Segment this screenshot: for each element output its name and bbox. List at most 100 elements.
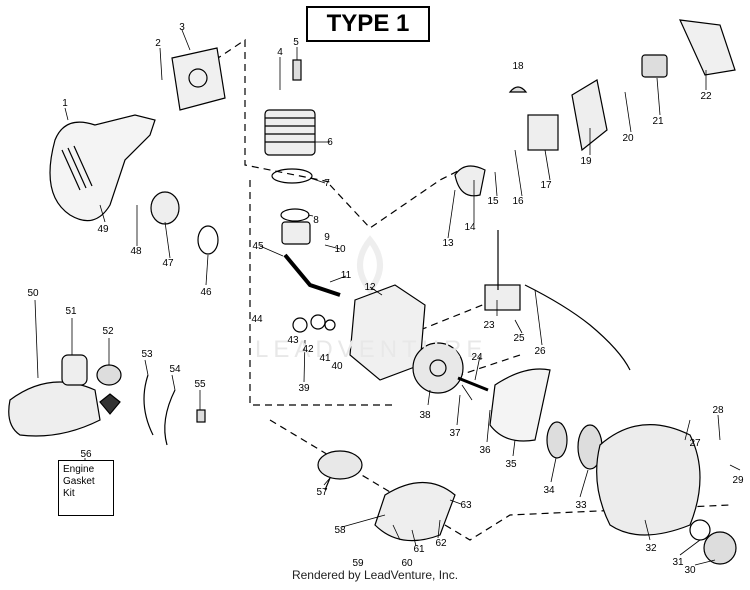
fuel-tank [8,381,101,437]
callout-56: 56 [80,449,92,460]
shroud-vents [61,145,93,191]
callout-5: 5 [293,37,299,48]
callout-8: 8 [313,215,319,226]
callout-41: 41 [319,353,331,364]
clutch-housing [374,482,456,542]
callout-10: 10 [334,244,346,255]
callout-33: 33 [575,500,587,511]
cylinder-fins [265,117,315,143]
callout-53: 53 [141,349,153,360]
callout-19: 19 [580,156,592,167]
air-filter [641,54,668,78]
callout-14: 14 [464,222,476,233]
pulley [546,421,568,459]
callout-26: 26 [534,346,546,357]
dashed-guide [249,180,395,406]
callout-43: 43 [287,335,299,346]
callout-44: 44 [251,314,263,325]
callout-60: 60 [401,558,413,569]
muffler-hole [188,68,208,88]
callout-32: 32 [645,543,657,554]
piston-ring [280,208,310,222]
carburetor [527,114,559,151]
intake-boot [150,191,180,225]
dashed-guide [214,38,331,185]
watermark-logo [357,235,383,295]
callout-49: 49 [97,224,109,235]
callout-46: 46 [200,287,212,298]
intake [454,165,486,197]
callout-27: 27 [689,438,701,449]
fan-housing [489,368,551,442]
callout-21: 21 [652,116,664,127]
callout-61: 61 [413,544,425,555]
callout-23: 23 [483,320,495,331]
footer-credit: Rendered by LeadVenture, Inc. [291,568,459,582]
callout-15: 15 [487,196,499,207]
callout-51: 51 [65,306,77,317]
fuel-filter [99,393,121,415]
callout-24: 24 [471,352,483,363]
piston [281,221,311,245]
callout-3: 3 [179,22,185,33]
shroud-part [49,114,156,222]
callout-38: 38 [419,410,431,421]
callout-40: 40 [331,361,343,372]
muffler-cover [171,47,226,111]
callout-9: 9 [324,232,330,243]
callout-4: 4 [277,47,283,58]
air-filter-cover [679,19,736,76]
stop-wire [524,284,631,371]
diagram-title: TYPE 1 [306,6,430,42]
axle [457,376,489,392]
callout-6: 6 [327,137,333,148]
dashed-guide [419,301,491,331]
callout-39: 39 [298,383,310,394]
bearing [292,317,308,333]
callout-22: 22 [700,91,712,102]
callout-13: 13 [442,238,454,249]
callout-11: 11 [341,270,352,281]
clutch [703,531,737,565]
callout-48: 48 [130,246,142,257]
dashed-guide [329,169,461,229]
callout-59: 59 [352,558,364,569]
callout-35: 35 [505,459,517,470]
fuel-line [164,389,176,446]
callout-2: 2 [155,38,161,49]
watermark-text: LEADVENTURE [255,336,487,363]
clutch-washer [689,519,711,541]
callout-1: 1 [62,98,68,109]
callout-18: 18 [512,61,524,72]
callout-20: 20 [622,133,634,144]
callout-34: 34 [543,485,555,496]
callout-50: 50 [27,288,39,299]
callout-37: 37 [449,428,461,439]
callout-42: 42 [302,344,314,355]
starter-housing [596,424,701,536]
leader-lines [34,29,741,566]
flywheel-hub [429,359,447,377]
flywheel [412,342,464,394]
tank-neck [61,354,88,386]
seal [324,319,336,331]
callout-57: 57 [316,487,328,498]
air-filter-base [571,79,608,152]
bearing [310,314,326,330]
drum-shaft [324,477,331,491]
callout-55: 55 [194,379,206,390]
callout-12: 12 [364,282,376,293]
callout-58: 58 [334,525,346,536]
clutch-drum [317,450,363,480]
fuel-cap [96,364,122,386]
callout-25: 25 [513,333,525,344]
callout-30: 30 [684,565,696,576]
callout-45: 45 [252,241,264,252]
spark-plug [292,59,302,81]
callout-52: 52 [102,326,114,337]
callout-36: 36 [479,445,491,456]
gasket [271,168,313,184]
